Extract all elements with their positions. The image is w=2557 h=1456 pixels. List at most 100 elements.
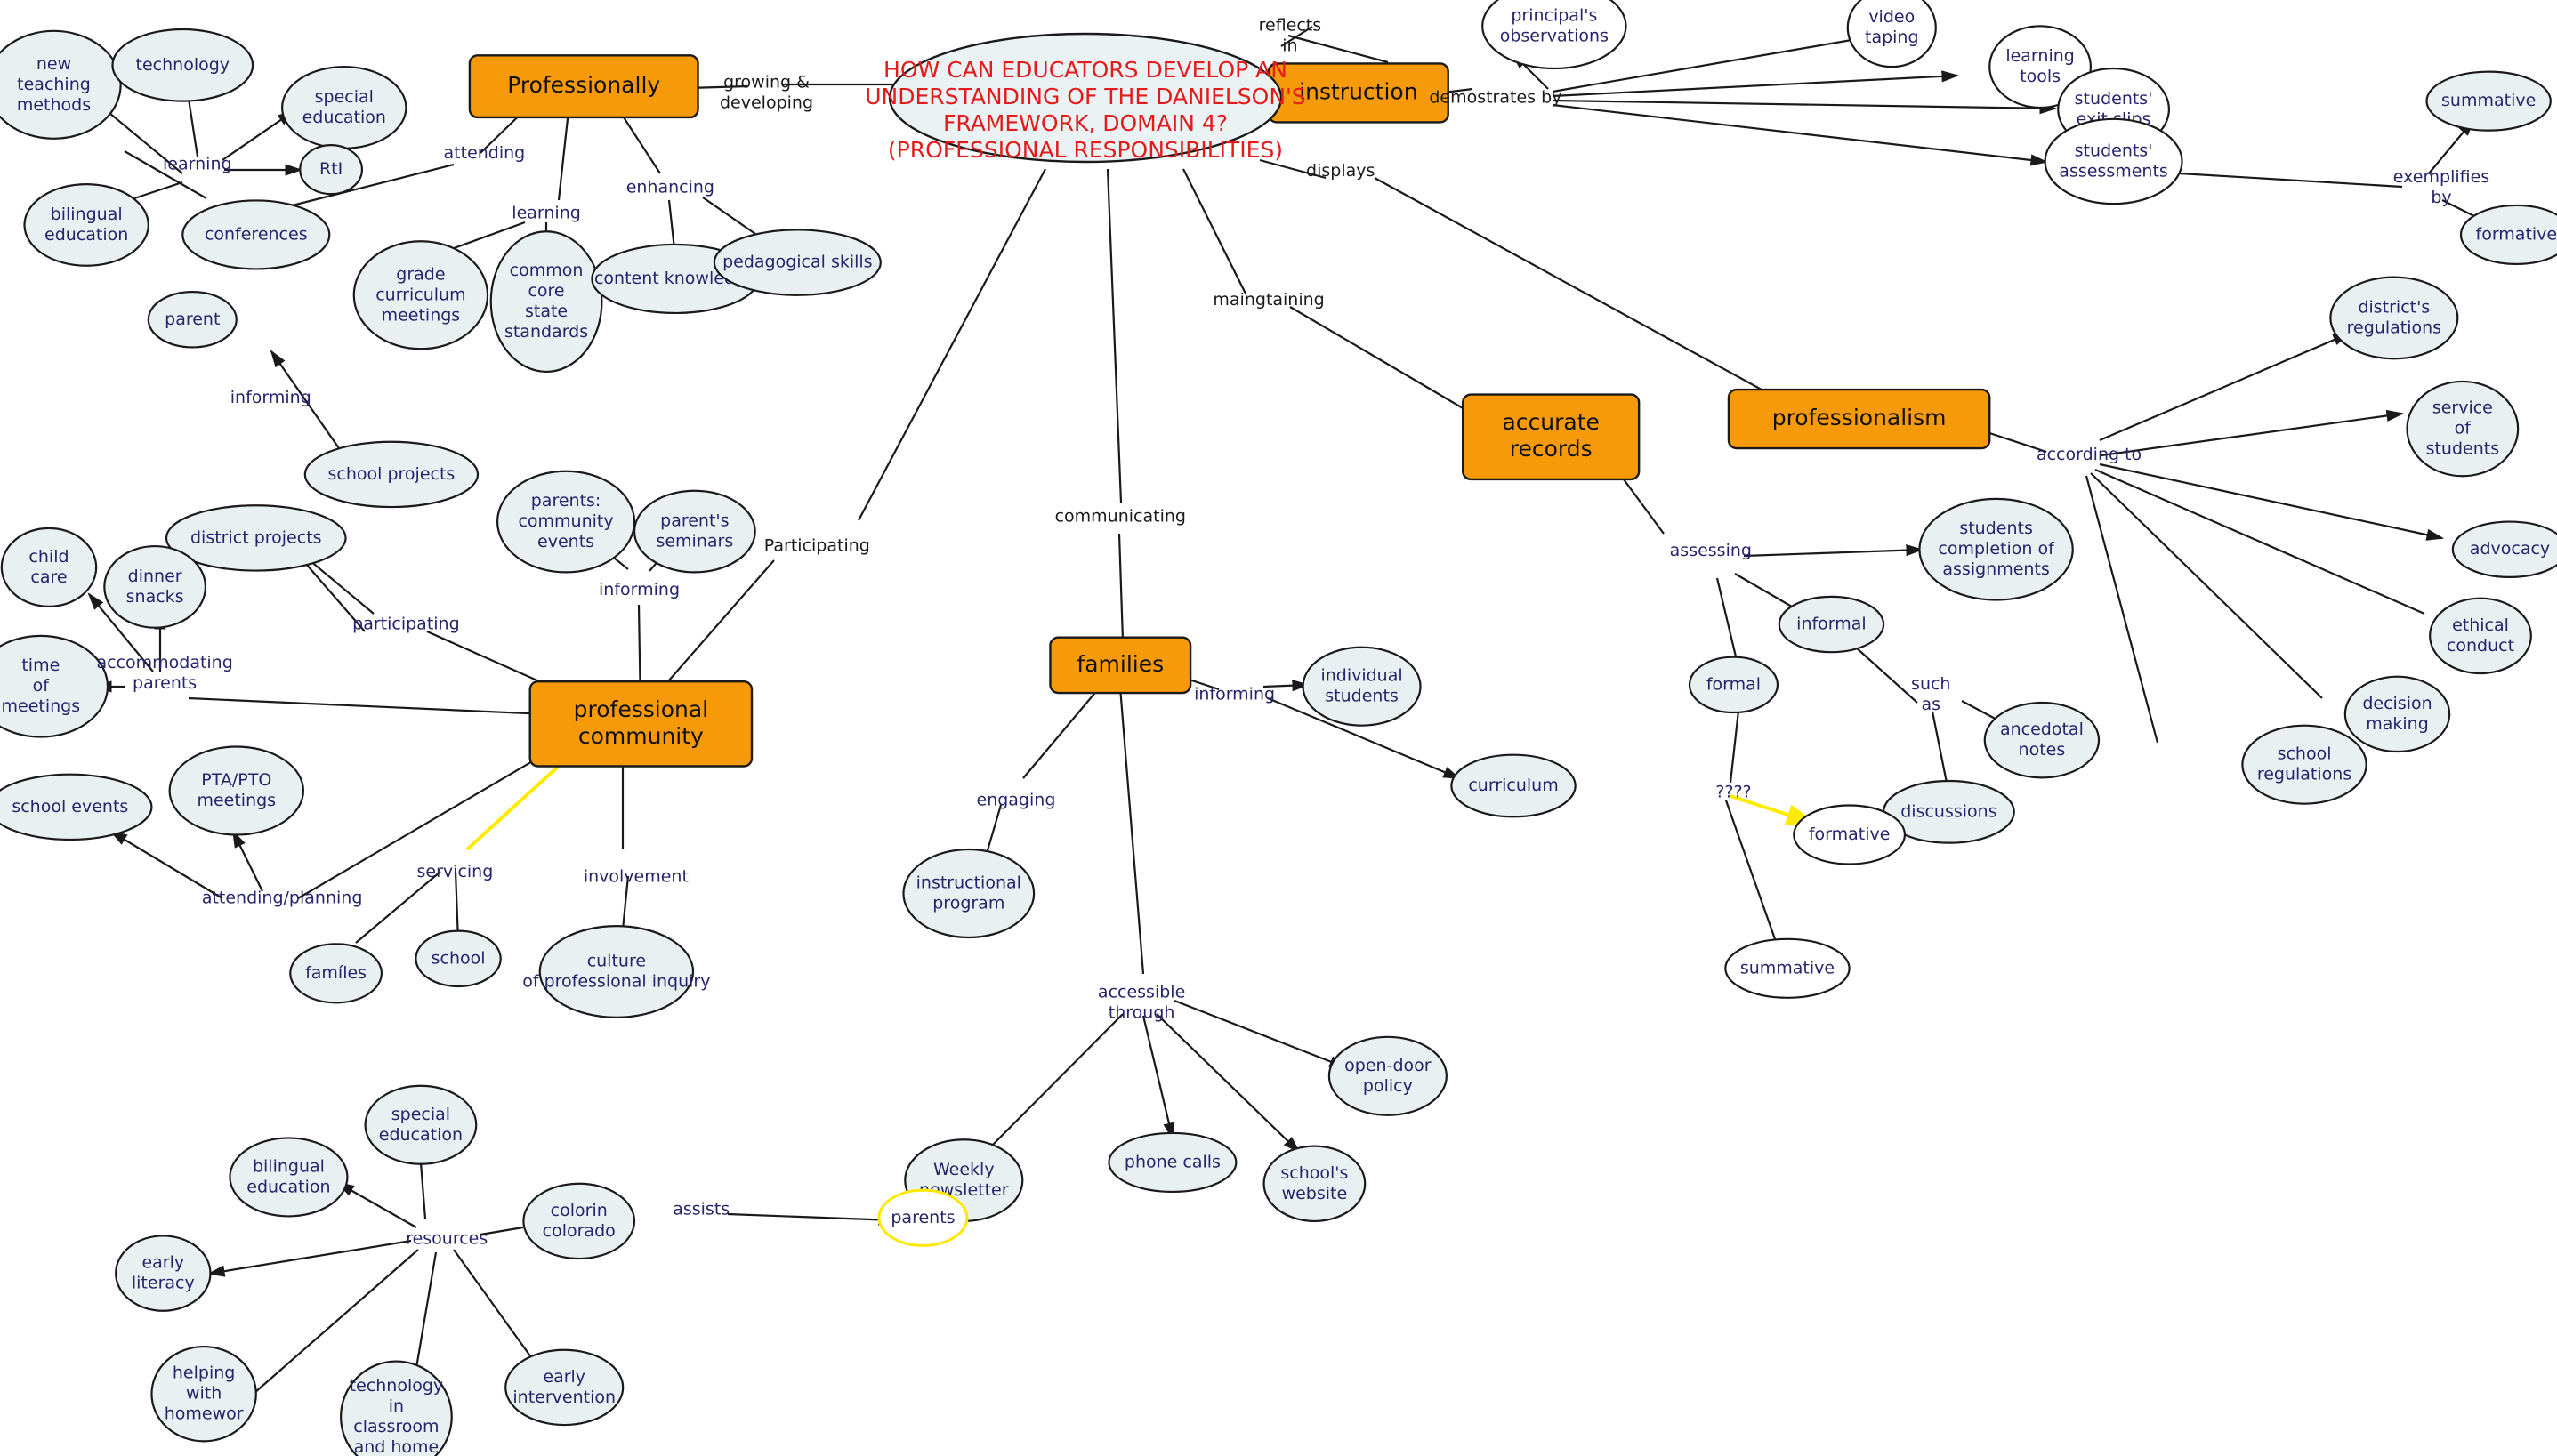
node-conferences[interactable]: conferences: [181, 199, 331, 270]
node-ellipse-summative_mid: [1724, 937, 1851, 999]
central-question-line-2: FRAMEWORK, DOMAIN 4?: [943, 110, 1228, 136]
node-label-districts_regulations: regulations: [2347, 318, 2441, 337]
node-label-learning_tools: tools: [2020, 67, 2061, 86]
link-label-attending_planning: attending/planning: [202, 888, 363, 907]
node-phone_calls[interactable]: phone calls: [1108, 1131, 1238, 1194]
node-label-summative_mid: summative: [1740, 958, 1835, 977]
node-label-summative_top: summative: [2441, 91, 2536, 110]
link-label-text-assists: assists: [673, 1200, 730, 1219]
link-label-informing_parents_events: informing: [599, 580, 680, 599]
link-label-text-exemplifies_by: exemplifies: [2393, 167, 2489, 187]
node-formal[interactable]: formal: [1688, 656, 1779, 714]
node-label-helping_with_homewor: with: [186, 1384, 222, 1404]
node-ellipse-special_education_bot: [364, 1084, 478, 1165]
node-parent[interactable]: parent: [147, 291, 238, 349]
node-label-schools_website: website: [1282, 1184, 1348, 1203]
node-label-common_core_state_standards: core: [528, 281, 564, 301]
box-label-instruction: instruction: [1299, 78, 1417, 104]
link-label-text-demostrates_by: demostrates by: [1429, 87, 1561, 107]
node-label-colorin_colorado: colorin: [551, 1201, 608, 1220]
node-parents_hl[interactable]: parents: [877, 1188, 969, 1247]
node-ellipse-early_intervention: [504, 1348, 625, 1427]
box-professionally[interactable]: Professionally: [468, 54, 699, 119]
edge-demostrates-tools: [1552, 70, 1960, 98]
node-label-colorin_colorado: colorado: [543, 1221, 616, 1241]
node-ellipse-new_teaching_methods: [0, 29, 122, 140]
node-technology[interactable]: technology: [111, 28, 254, 102]
central-question-node[interactable]: HOW CAN EDUCATORS DEVELOP AN UNDERSTANDI…: [865, 32, 1306, 164]
edge-resources-earlyliteracy: [206, 1239, 412, 1277]
link-label-text-maingtaining: maingtaining: [1213, 290, 1324, 310]
node-school_events[interactable]: school events: [0, 773, 153, 841]
node-label-early_intervention: intervention: [512, 1388, 616, 1407]
node-formative_top[interactable]: formative: [2459, 204, 2557, 266]
node-summative_top[interactable]: summative: [2425, 70, 2552, 132]
node-pedagogical_skills[interactable]: pedagogical skills: [713, 229, 882, 296]
node-summative_mid[interactable]: summative: [1724, 937, 1851, 999]
node-discussions[interactable]: discussions: [1883, 779, 2015, 844]
node-school_projects[interactable]: school projects: [303, 440, 480, 509]
node-advocacy[interactable]: advocacy: [2451, 520, 2557, 578]
node-students_assessments[interactable]: students'assessments: [2044, 117, 2183, 205]
link-label-learning_mid: learning: [512, 204, 581, 223]
node-label-principals_observations: principal's: [1511, 5, 1597, 25]
node-formative_mid[interactable]: formative: [1793, 804, 1907, 865]
link-label-maingtaining: maingtaining: [1213, 290, 1324, 310]
node-label-parents_seminars: parent's: [660, 511, 729, 531]
node-famiies[interactable]: famíles: [289, 943, 383, 1004]
box-label-families: families: [1077, 651, 1164, 677]
edge-center-communicating: [1106, 168, 1123, 503]
link-label-text-learning_mid: learning: [512, 204, 581, 223]
box-families[interactable]: families: [1049, 636, 1192, 695]
node-curriculum[interactable]: curriculum: [1450, 753, 1577, 818]
node-ellipse-rti: [299, 144, 364, 196]
node-informal[interactable]: informal: [1778, 595, 1885, 654]
node-district_projects[interactable]: district projects: [165, 504, 347, 572]
edge-accommodating-childcare: [87, 592, 154, 672]
box-professionalism[interactable]: professionalism: [1727, 388, 1991, 450]
node-rti[interactable]: RtI: [299, 144, 364, 196]
edge-professionally-learningmid: [557, 101, 571, 201]
node-school[interactable]: school: [415, 929, 502, 988]
box-label-professionally: Professionally: [507, 72, 660, 98]
node-label-district_projects: district projects: [190, 527, 322, 547]
edge-layer: [87, 26, 2488, 1412]
node-label-helping_with_homewor: helping: [173, 1363, 235, 1383]
